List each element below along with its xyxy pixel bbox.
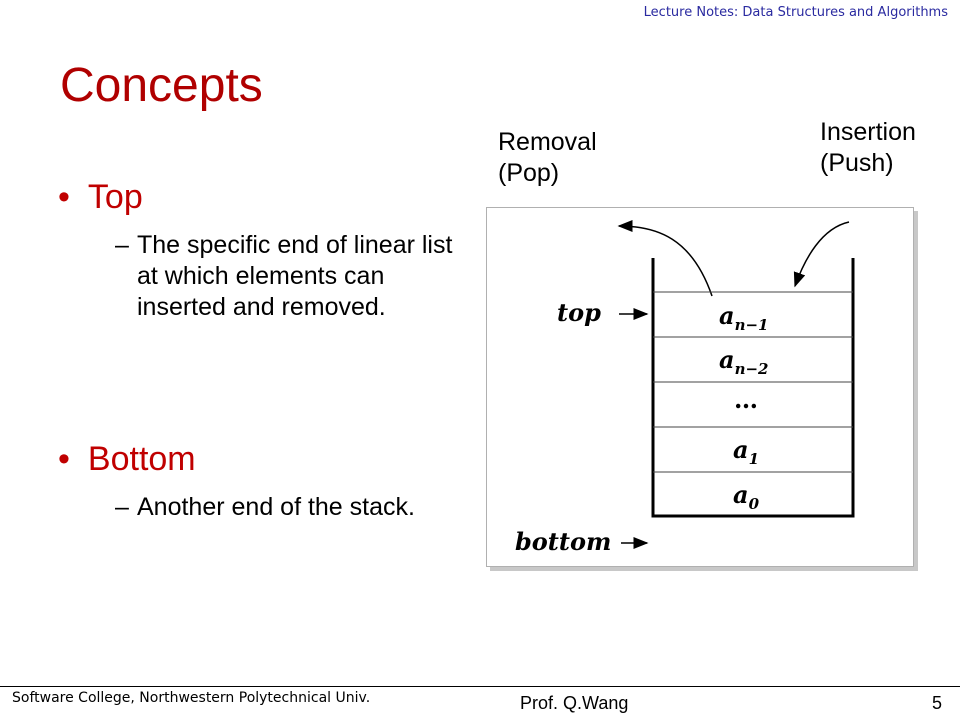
top-pointer-label: top [557,298,601,327]
bullet-top: • Top [58,178,143,217]
stack-figure: an−1 an−2 … a1 a0 top bottom [486,207,914,567]
stack-container [651,258,855,518]
sub-dash: – [115,231,129,259]
insertion-label: Insertion (Push) [820,118,916,177]
sub-bullet-bottom: – Another end of the stack. [115,492,437,523]
cell-a-n-2: an−2 [719,345,768,378]
bottom-pointer-label: bottom [515,527,611,556]
sub-bullet-text-bottom: Another end of the stack. [137,493,415,521]
push-arrow-icon [793,221,850,288]
removal-label: Removal (Pop) [498,128,597,187]
cell-a-0: a0 [733,480,760,513]
pop-arrow-icon [617,220,713,297]
sub-bullet-top: – The specific end of linear list at whi… [115,230,457,323]
bullet-dot: • [58,178,70,216]
bullet-term-bottom: Bottom [87,440,196,478]
course-header: Lecture Notes: Data Structures and Algor… [643,5,948,20]
stack-diagram: an−1 an−2 … a1 a0 top bottom [515,220,855,556]
footer-page-number: 5 [931,693,942,713]
bullet-bottom: • Bottom [58,440,196,479]
cell-a-1: a1 [733,435,759,468]
cell-ellipsis: … [734,385,758,414]
footer-author: Prof. Q.Wang [520,693,629,713]
sub-bullet-text-top: The specific end of linear list at which… [137,231,453,321]
slide-title: Concepts [60,59,263,112]
cell-a-n-1: an−1 [719,301,768,334]
footer-institution: Software College, Northwestern Polytechn… [12,690,371,706]
bullet-dot: • [58,440,70,478]
sub-dash: – [115,493,129,521]
bullet-term-top: Top [87,178,143,216]
footer-divider [0,686,960,687]
